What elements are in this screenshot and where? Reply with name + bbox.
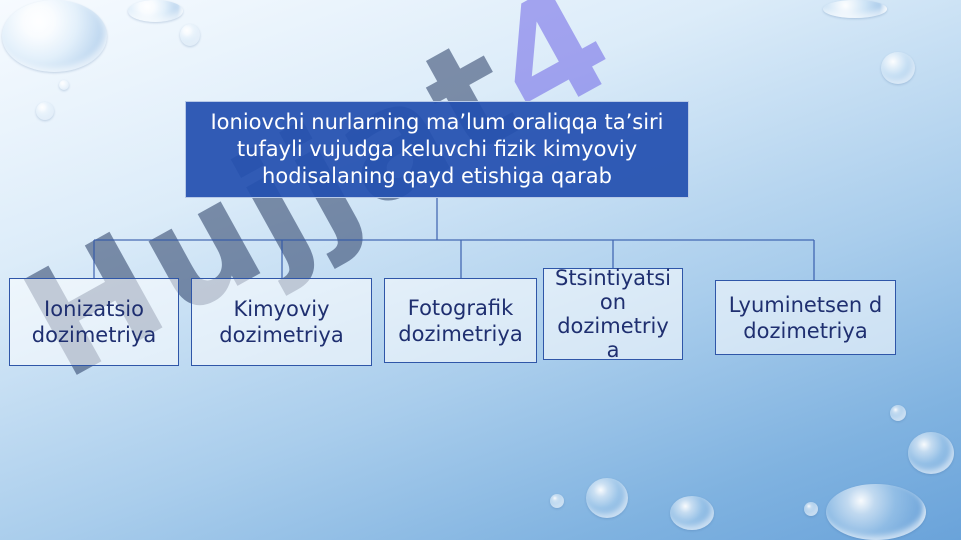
water-drop-decoration (36, 102, 54, 120)
child-node-kimyoviy: Kimyoviy dozimetriya (191, 278, 372, 366)
child-node-label: Stsintiyatsi on dozimetriy a (554, 266, 672, 362)
water-drop-decoration (59, 80, 69, 90)
water-drop-decoration (804, 502, 818, 516)
water-drop-decoration (550, 494, 564, 508)
water-drop-decoration (823, 0, 887, 18)
child-node-ionizatsion: Ionizatsio dozimetriya (9, 278, 179, 366)
water-drop-decoration (826, 484, 926, 540)
water-drop-decoration (2, 0, 107, 72)
water-drop-decoration (908, 432, 954, 474)
child-node-fotografik: Fotografik dozimetriya (384, 278, 537, 363)
root-node: Ioniovchi nurlarning ma’lum oraliqqa ta’… (185, 101, 689, 198)
child-node-label: Fotografik dozimetriya (398, 295, 523, 346)
water-drop-decoration (670, 496, 714, 530)
child-node-stsintillyatsion: Stsintiyatsi on dozimetriy a (543, 266, 683, 362)
child-node-label: Lyuminetsen d dozimetriya (728, 292, 883, 343)
water-drop-decoration (586, 478, 628, 518)
water-drop-decoration (128, 0, 183, 22)
water-drop-decoration (881, 52, 915, 84)
child-node-lyuminetsend: Lyuminetsen d dozimetriya (715, 280, 896, 355)
child-node-label: Kimyoviy dozimetriya (219, 297, 344, 347)
child-node-label: Ionizatsio dozimetriya (31, 297, 157, 347)
water-drop-decoration (180, 24, 200, 46)
root-node-label: Ioniovchi nurlarning ma’lum oraliqqa ta’… (210, 110, 664, 188)
water-drop-decoration (890, 405, 906, 421)
